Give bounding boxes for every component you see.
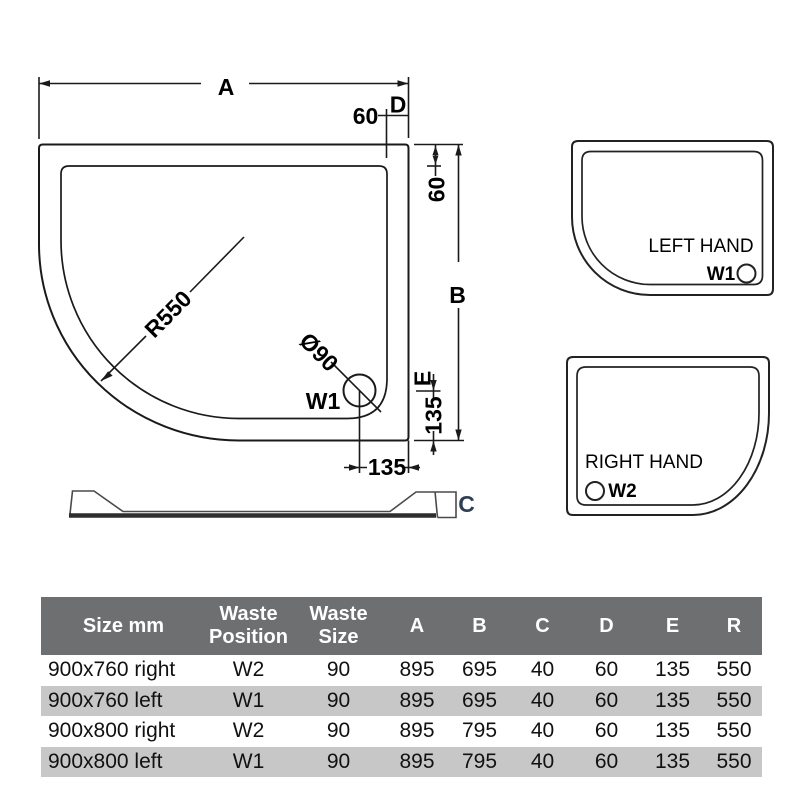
svg-text:A: A: [218, 74, 235, 100]
svg-text:60: 60: [424, 177, 450, 203]
svg-text:135: 135: [421, 396, 447, 435]
svg-text:W1: W1: [306, 388, 341, 414]
svg-text:R550: R550: [139, 285, 196, 342]
svg-text:E: E: [410, 371, 436, 386]
svg-text:60: 60: [353, 103, 379, 129]
svg-text:C: C: [458, 491, 475, 517]
svg-text:RIGHT HAND: RIGHT HAND: [585, 452, 703, 473]
svg-text:LEFT HAND: LEFT HAND: [648, 236, 753, 257]
svg-text:Ø90: Ø90: [294, 327, 343, 376]
svg-text:B: B: [449, 282, 466, 308]
svg-text:W2: W2: [608, 481, 637, 502]
svg-text:135: 135: [368, 454, 407, 480]
svg-text:D: D: [390, 92, 407, 118]
svg-text:W1: W1: [707, 264, 736, 285]
